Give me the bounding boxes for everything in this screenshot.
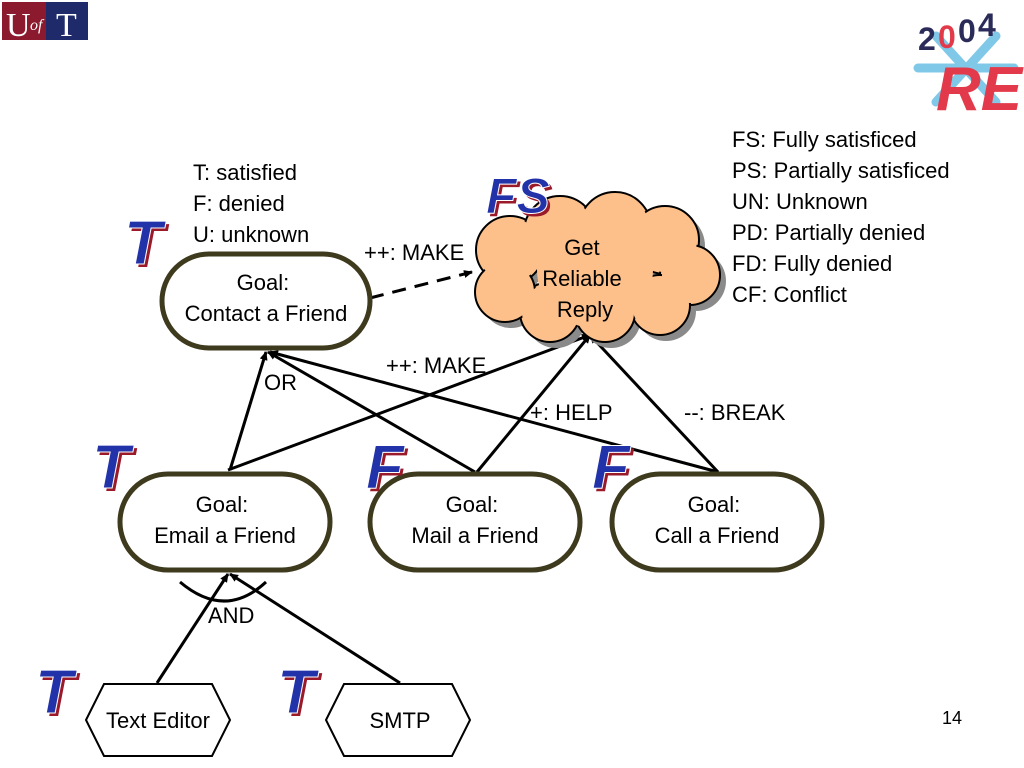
svg-text:0: 0 (938, 19, 956, 55)
svg-text:4: 4 (978, 7, 996, 43)
goal-call-a-friend: Goal: Call a Friend (609, 471, 825, 573)
t-mark-smtp: T T (277, 658, 324, 731)
svg-text:T: T (95, 436, 138, 505)
status-legend: T: satisfied F: denied U: unknown (193, 160, 309, 247)
make-link-dashed (369, 270, 473, 300)
status-legend-line: F: denied (193, 191, 285, 216)
goal-text: Contact a Friend (185, 301, 348, 326)
or-label: OR (264, 370, 297, 395)
fs-mark: FS FS (486, 168, 553, 228)
svg-text:Goal: Email a Friend: Goal: Email a Friend (154, 492, 296, 548)
svg-text:2: 2 (918, 21, 936, 57)
satisficing-legend: FS: Fully satisficed PS: Partially satis… (732, 127, 956, 307)
goal-text: Goal: (688, 492, 741, 517)
goal-text: Goal: (237, 270, 290, 295)
f-mark-mail: F F (366, 433, 410, 506)
svg-text:T: T (35, 658, 78, 727)
break-label: --: BREAK (684, 400, 786, 425)
svg-text:T: T (56, 7, 77, 44)
or-link-email (228, 351, 268, 471)
svg-text:Goal: Contact a Friend: Goal: Contact a Friend (185, 270, 348, 326)
break-link-call (588, 333, 720, 474)
resource-text: Text Editor (106, 708, 210, 733)
svg-text:U: U (6, 7, 31, 44)
satisficing-legend-line: PD: Partially denied (732, 220, 925, 245)
page-number: 14 (942, 708, 962, 728)
status-legend-line: U: unknown (193, 222, 309, 247)
satisficing-legend-line: FD: Fully denied (732, 251, 892, 276)
goal-text: Mail a Friend (411, 523, 538, 548)
and-link-smtp (229, 572, 401, 685)
resource-text: SMTP (369, 708, 430, 733)
svg-text:T: T (38, 661, 81, 730)
status-legend-line: T: satisfied (193, 160, 297, 185)
svg-text:F: F (592, 433, 632, 502)
goal-text: Email a Friend (154, 523, 296, 548)
resource-text-editor: Text Editor (84, 683, 232, 757)
make-label-mid: ++: MAKE (386, 353, 486, 378)
svg-text:F: F (595, 436, 635, 505)
t-mark-email: T T (92, 433, 139, 506)
goal-text: Goal: (196, 492, 249, 517)
re2004-logo: 2 0 0 4 RE (913, 7, 1024, 124)
svg-text:T: T (127, 212, 170, 281)
t-mark-editor: T T (35, 658, 82, 731)
help-label: +: HELP (530, 400, 613, 425)
svg-text:Goal: Call a Friend: Goal: Call a Friend (655, 492, 780, 548)
svg-text:of: of (30, 17, 45, 34)
svg-text:F: F (366, 433, 406, 502)
t-mark-contact: T T (124, 209, 171, 282)
goal-text: Call a Friend (655, 523, 780, 548)
make-label-top: ++: MAKE (364, 240, 464, 265)
goal-email-a-friend: Goal: Email a Friend (117, 471, 333, 573)
svg-text:0: 0 (958, 13, 976, 49)
svg-text:Goal: Mail a Friend: Goal: Mail a Friend (411, 492, 538, 548)
svg-text:FS: FS (486, 168, 550, 224)
goal-text: Goal: (446, 492, 499, 517)
svg-text:RE: RE (936, 55, 1024, 124)
or-link-mail (267, 350, 476, 474)
softgoal-label: Get Reliable Reply (542, 235, 628, 322)
f-mark-call: F F (592, 433, 636, 506)
label-marks: FS FS T T T T F F F F T T T T (35, 168, 636, 731)
and-label: AND (208, 603, 254, 628)
svg-text:T: T (277, 658, 320, 727)
or-link-call (269, 350, 719, 474)
links (155, 270, 720, 685)
satisficing-legend-line: CF: Conflict (732, 282, 847, 307)
svg-text:T: T (124, 209, 167, 278)
goal-contact-a-friend: Goal: Contact a Friend (159, 251, 373, 351)
svg-text:F: F (369, 436, 409, 505)
make-link-email (227, 333, 591, 472)
resource-smtp: SMTP (324, 683, 472, 757)
uoft-logo: U of T (2, 2, 88, 44)
softgoal-get-reliable-reply: Get Reliable Reply (474, 191, 726, 348)
svg-text:FS: FS (489, 171, 553, 227)
satisficing-legend-line: PS: Partially satisficed (732, 158, 950, 183)
svg-text:T: T (280, 661, 323, 730)
and-arc (179, 580, 268, 603)
svg-text:T: T (92, 433, 135, 502)
satisficing-legend-line: UN: Unknown (732, 189, 868, 214)
goal-mail-a-friend: Goal: Mail a Friend (367, 471, 583, 573)
help-link-mail (475, 334, 592, 473)
and-link-editor (155, 573, 230, 684)
satisficing-legend-line: FS: Fully satisficed (732, 127, 917, 152)
